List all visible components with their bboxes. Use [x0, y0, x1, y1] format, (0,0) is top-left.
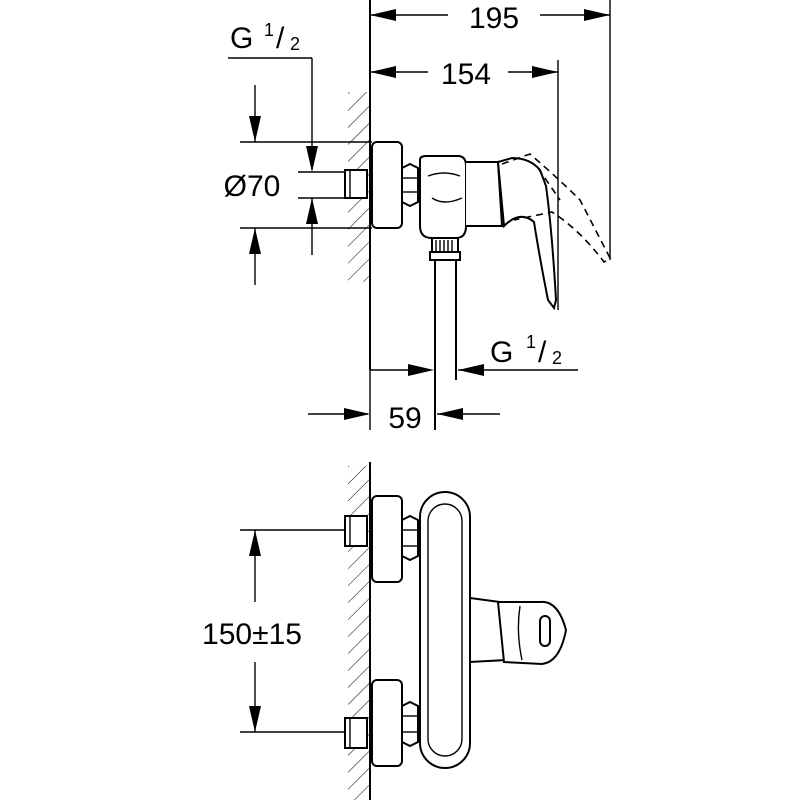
- lever-neck: [466, 161, 504, 227]
- lever-tip-indicator: [539, 615, 551, 647]
- escutcheon-lower: [371, 679, 403, 767]
- thread-outlet-slash: /: [538, 336, 547, 369]
- hex-nut-side: [401, 162, 419, 208]
- inlet-nipple-upper: [344, 515, 368, 547]
- thread-outlet-denominator: 2: [552, 348, 562, 368]
- escutcheon-side: [371, 141, 403, 229]
- hex-nut-upper: [401, 514, 419, 562]
- valve-body-side: [419, 155, 467, 239]
- escutcheon-upper: [371, 495, 403, 583]
- lever-front: [469, 596, 568, 666]
- dim-outlet-offset-label: 59: [388, 402, 421, 435]
- dim-overall-depth-label: 195: [469, 2, 519, 35]
- lower-inlet: [344, 679, 419, 767]
- dim-thread-outlet: G 1 / 2: [370, 332, 578, 376]
- dim-inlet-spacing: 150±15: [202, 529, 345, 733]
- mixer-front-body: [419, 491, 471, 769]
- thread-outlet-letter: G: [490, 336, 513, 369]
- front-view: 150±15: [202, 462, 568, 800]
- inlet-nipple-lower: [344, 717, 368, 749]
- dim-overall-depth: 195: [370, 0, 611, 260]
- hex-nut-lower: [401, 700, 419, 748]
- lever-handle-open: [501, 153, 612, 264]
- dim-escutcheon-label: Ø70: [224, 170, 281, 203]
- lever-handle-front: [496, 600, 568, 666]
- dim-thread-top: G 1 / 2: [228, 20, 318, 172]
- side-view: 195 154 G 1 / 2: [224, 0, 612, 435]
- mixer-side-body: [344, 141, 612, 430]
- upper-inlet: [344, 495, 419, 583]
- valve-body-inner: [427, 503, 463, 757]
- dim-handle-depth: 154: [370, 58, 559, 310]
- dim-inlet-spacing-label: 150±15: [202, 618, 302, 651]
- dim-escutcheon: Ø70: [224, 85, 372, 285]
- inlet-nipple-top: [344, 169, 368, 199]
- thread-top-denominator: 2: [290, 34, 300, 54]
- thread-top-letter: G: [230, 22, 253, 55]
- dim-handle-depth-label: 154: [441, 58, 491, 91]
- thread-top-numerator: 1: [264, 20, 274, 40]
- dim-outlet-offset: 59: [308, 370, 500, 435]
- thread-outlet-numerator: 1: [526, 332, 536, 352]
- thread-top-slash: /: [276, 22, 285, 55]
- wall-section-bottom: [348, 462, 371, 800]
- lever-handle-side: [496, 156, 558, 311]
